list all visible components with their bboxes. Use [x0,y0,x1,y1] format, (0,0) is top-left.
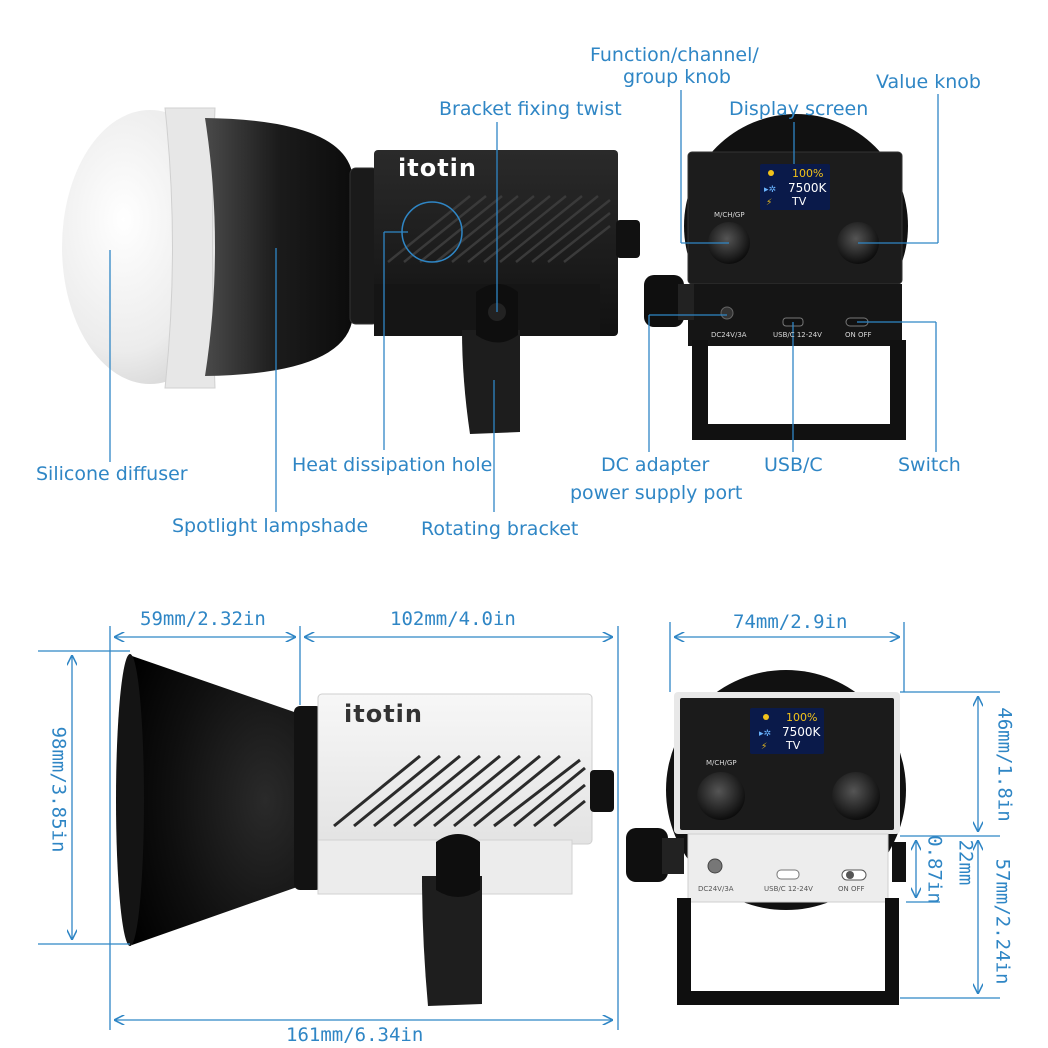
screen-brightness-bottom: 100% [786,711,818,724]
label-display-screen: Display screen [729,98,869,120]
dim-panel-width: 74mm/2.9in [733,611,848,633]
label-value-knob: Value knob [876,71,981,93]
screen-brightness-top: 100% [792,167,824,180]
port-dc-label-bottom: DC24V/3A [698,885,734,893]
svg-text:⚡: ⚡ [761,742,767,752]
port-usb-label-top: USB/C 12-24V [773,331,822,339]
dim-port-height-2: 0.87in [923,835,946,904]
screen-icons-bottom: ▸✲ ⚡ [759,714,771,752]
knob-label-bottom: M/CH/GP [706,759,737,767]
label-bracket-fixing-twist: Bracket fixing twist [439,98,622,120]
port-usb-label-bottom: USB/C 12-24V [764,885,813,893]
label-usb-c: USB/C [764,454,823,476]
knob-label-top: M/CH/GP [714,211,745,219]
screen-color-temp-top: 7500K [788,181,827,195]
label-function-knob-2: group knob [623,66,731,88]
vent-slots [387,195,611,263]
screen-color-temp-bottom: 7500K [782,725,821,739]
callout-lines [109,90,939,512]
svg-text:⚡: ⚡ [766,198,772,208]
label-dc-adapter-1: DC adapter [601,454,710,476]
label-dc-adapter-2: power supply port [570,482,743,504]
label-function-knob-1: Function/channel/ [590,44,759,66]
label-switch: Switch [898,454,961,476]
screen-icons-top: ▸✲ ⚡ [764,170,776,208]
svg-text:▸✲: ▸✲ [764,185,776,195]
label-spotlight-lampshade: Spotlight lampshade [172,515,369,537]
svg-text:▸✲: ▸✲ [759,729,771,739]
port-dc-label-top: DC24V/3A [711,331,747,339]
port-switch-label-bottom: ON OFF [838,885,865,893]
screen-mode-top: TV [792,195,807,208]
dimension-lines [38,622,1000,1030]
brand-logo-bottom: itotin [344,700,423,728]
dim-reflector-depth: 59mm/2.32in [140,608,266,630]
dim-body-length: 102mm/4.0in [390,608,516,630]
dim-total-length: 161mm/6.34in [286,1024,424,1046]
screen-mode-bottom: TV [786,739,801,752]
dim-bracket-height: 57mm/2.24in [991,858,1014,985]
label-silicone-diffuser: Silicone diffuser [36,463,188,485]
vent-slots-white [333,754,586,828]
dim-height: 98mm/3.85in [47,726,70,853]
dim-panel-top-height: 46mm/1.8in [993,707,1016,822]
dim-port-height-1: 22mm [954,839,977,886]
port-switch-label-top: ON OFF [845,331,872,339]
brand-logo-top: itotin [398,154,477,182]
label-rotating-bracket: Rotating bracket [421,518,579,540]
label-heat-dissipation-hole: Heat dissipation hole [292,454,493,476]
